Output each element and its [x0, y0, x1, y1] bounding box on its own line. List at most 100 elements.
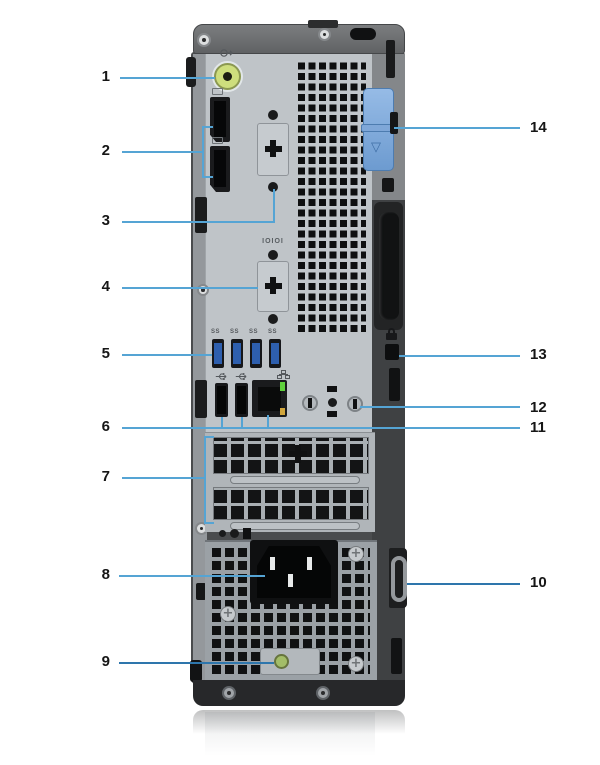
callout-11-stub: [267, 415, 269, 427]
callout-2-stub-top: [202, 126, 213, 128]
left-edge-bump-3: [195, 380, 207, 418]
left-edge-bump-1: [186, 57, 196, 87]
left-edge-bump-2: [195, 197, 207, 233]
power-pin-right: [307, 557, 312, 570]
callout-7-bracket: [204, 436, 206, 524]
power-supply-diagnostic-light: [274, 654, 289, 669]
callout-7-stub-bottom: [204, 522, 214, 524]
usb3-ss-icon-3: SS: [249, 329, 259, 335]
padlock-ring[interactable]: [391, 556, 407, 602]
psu-screw-1: [348, 546, 364, 562]
top-handle-slot: [350, 28, 376, 40]
usb3-port-4: [269, 339, 281, 368]
usb3-port-1: [212, 339, 224, 368]
callout-5-line: [122, 354, 212, 356]
callout-3-line: [122, 221, 275, 223]
network-icon: [277, 370, 290, 379]
chassis-square-knockout: [243, 528, 251, 539]
serial-port-label: IOIOI: [262, 238, 284, 245]
antenna-connector-2-slot: [353, 399, 357, 409]
callout-9-label: 9: [101, 653, 110, 670]
callout-8-label: 8: [101, 566, 110, 583]
usb3-ss-icon-1: SS: [211, 329, 221, 335]
usb2-port-2: [235, 383, 248, 417]
callout-6-stub-2: [241, 417, 243, 428]
callout-7-stub-top: [204, 436, 214, 438]
optional-port-screw-hole-top: [268, 110, 278, 120]
usb-trident-icon-2: [235, 373, 247, 380]
callout-4-line: [122, 287, 258, 289]
right-mid-slot: [389, 368, 400, 401]
callout-12-label: 12: [530, 399, 547, 416]
callout-10-line: [407, 583, 520, 585]
callout-2-label: 2: [101, 142, 110, 159]
antenna-connector-1-slot: [308, 398, 312, 408]
callout-10-label: 10: [530, 574, 547, 591]
callout-13-label: 13: [530, 346, 547, 363]
network-port-inner: [258, 387, 281, 411]
usb-trident-icon-1: [215, 373, 227, 380]
callout-11-label: 11: [530, 419, 546, 436]
callout-2-stub-bottom: [202, 176, 213, 178]
power-connector-inlet: [257, 546, 331, 598]
antenna-rect-top: [327, 386, 337, 392]
bottom-foot-screw-2: [316, 686, 330, 700]
callout-1-label: 1: [101, 68, 110, 85]
bottom-foot-screw-1: [222, 686, 236, 700]
psu-screw-3: [348, 656, 364, 672]
expansion-slot-handle-2: [230, 522, 360, 530]
network-led-amber: [280, 408, 285, 415]
callout-6-line: [122, 427, 246, 429]
antenna-center-hole: [328, 398, 337, 407]
callout-6-stub-1: [221, 417, 223, 428]
latch-side-notch: [390, 112, 398, 134]
callout-6-label: 6: [101, 418, 110, 435]
serial-screw-hole-top: [268, 250, 278, 260]
padlock-icon-body: [386, 333, 397, 340]
optional-port-cutout-v: [270, 140, 276, 157]
displayport-icon-1: [212, 88, 223, 95]
chassis-dot-1: [219, 530, 226, 537]
expansion-slot-cover-2: [213, 487, 369, 520]
below-latch-notch: [382, 178, 394, 192]
callout-14-line: [394, 127, 520, 129]
audio-port-hole: [223, 72, 232, 81]
usb3-port-3: [250, 339, 262, 368]
top-screw-right: [318, 28, 331, 41]
serial-cutout-v: [270, 277, 276, 294]
serial-screw-hole-bottom: [268, 314, 278, 324]
usb3-ss-icon-4: SS: [268, 329, 278, 335]
network-led-green: [280, 382, 285, 391]
callout-14-label: 14: [530, 119, 547, 136]
callout-3-label: 3: [101, 212, 110, 229]
latch-triangle-icon: ▽: [371, 139, 381, 154]
power-pin-center: [288, 574, 293, 587]
callout-2-bracket: [202, 126, 204, 178]
callout-2-line: [122, 151, 204, 153]
padlock-icon-shackle: [388, 328, 395, 334]
antenna-rect-bottom: [327, 411, 337, 417]
callout-8-line: [119, 575, 265, 577]
right-bottom-slot: [391, 638, 402, 674]
callout-5-label: 5: [101, 345, 110, 362]
displayport-1-inner: [214, 101, 226, 137]
psu-screw-2: [220, 606, 236, 622]
expansion-slot-handle-1: [230, 476, 360, 484]
top-notch: [308, 20, 338, 28]
left-bottom-foot: [190, 660, 202, 682]
displayport-icon-2: [212, 137, 223, 144]
callout-12-line: [360, 406, 520, 408]
usb3-ss-icon-2: SS: [230, 329, 240, 335]
floor-reflection-dark: [193, 710, 405, 734]
vent-grid: [298, 60, 366, 332]
callout-3-elbow: [273, 189, 275, 223]
line-out-icon: [220, 49, 233, 57]
callout-4-label: 4: [101, 278, 110, 295]
displayport-2-inner: [214, 150, 226, 187]
top-screw-left: [197, 33, 211, 47]
psu-light-recess: [260, 648, 320, 675]
optional-port-screw-hole-bottom: [268, 182, 278, 192]
callout-13-line: [399, 355, 520, 357]
callout-11-line: [246, 427, 520, 429]
